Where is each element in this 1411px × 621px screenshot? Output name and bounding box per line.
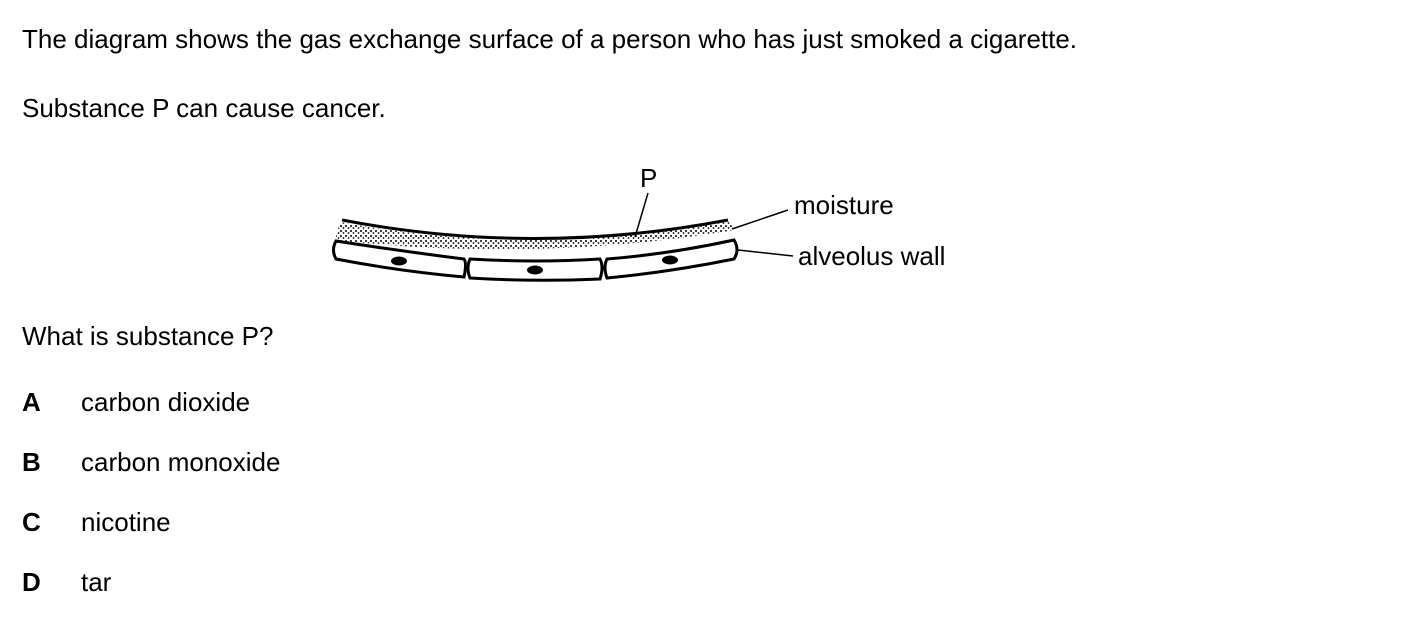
option-text: carbon monoxide — [81, 447, 281, 477]
moisture-leader-line — [731, 209, 789, 230]
option-letter: A — [22, 387, 41, 417]
alveolus-illustration — [332, 192, 794, 282]
question-prompt: What is substance P? — [22, 321, 274, 351]
label-alveolus-wall: alveolus wall — [798, 241, 946, 271]
option-letter: C — [22, 507, 41, 537]
alveolus-wall-leader-line — [737, 249, 794, 257]
option-text: carbon dioxide — [81, 387, 251, 417]
p-leader-line — [634, 192, 649, 238]
option-text: tar — [81, 567, 112, 597]
option-letter: B — [22, 447, 41, 477]
cell-nucleus — [527, 265, 543, 275]
option-text: nicotine — [81, 507, 171, 537]
option-letter: D — [22, 567, 41, 597]
label-moisture: moisture — [794, 190, 894, 220]
layer-top-line — [341, 218, 729, 240]
question-statement: Substance P can cause cancer. — [22, 93, 386, 123]
cell-nucleus — [391, 256, 407, 266]
label-p: P — [640, 163, 658, 193]
cell-nucleus — [662, 255, 678, 265]
tar-layer — [335, 221, 735, 250]
question-intro: The diagram shows the gas exchange surfa… — [22, 24, 1078, 54]
gas-exchange-diagram: P moisture alveolus wall — [320, 155, 1000, 295]
